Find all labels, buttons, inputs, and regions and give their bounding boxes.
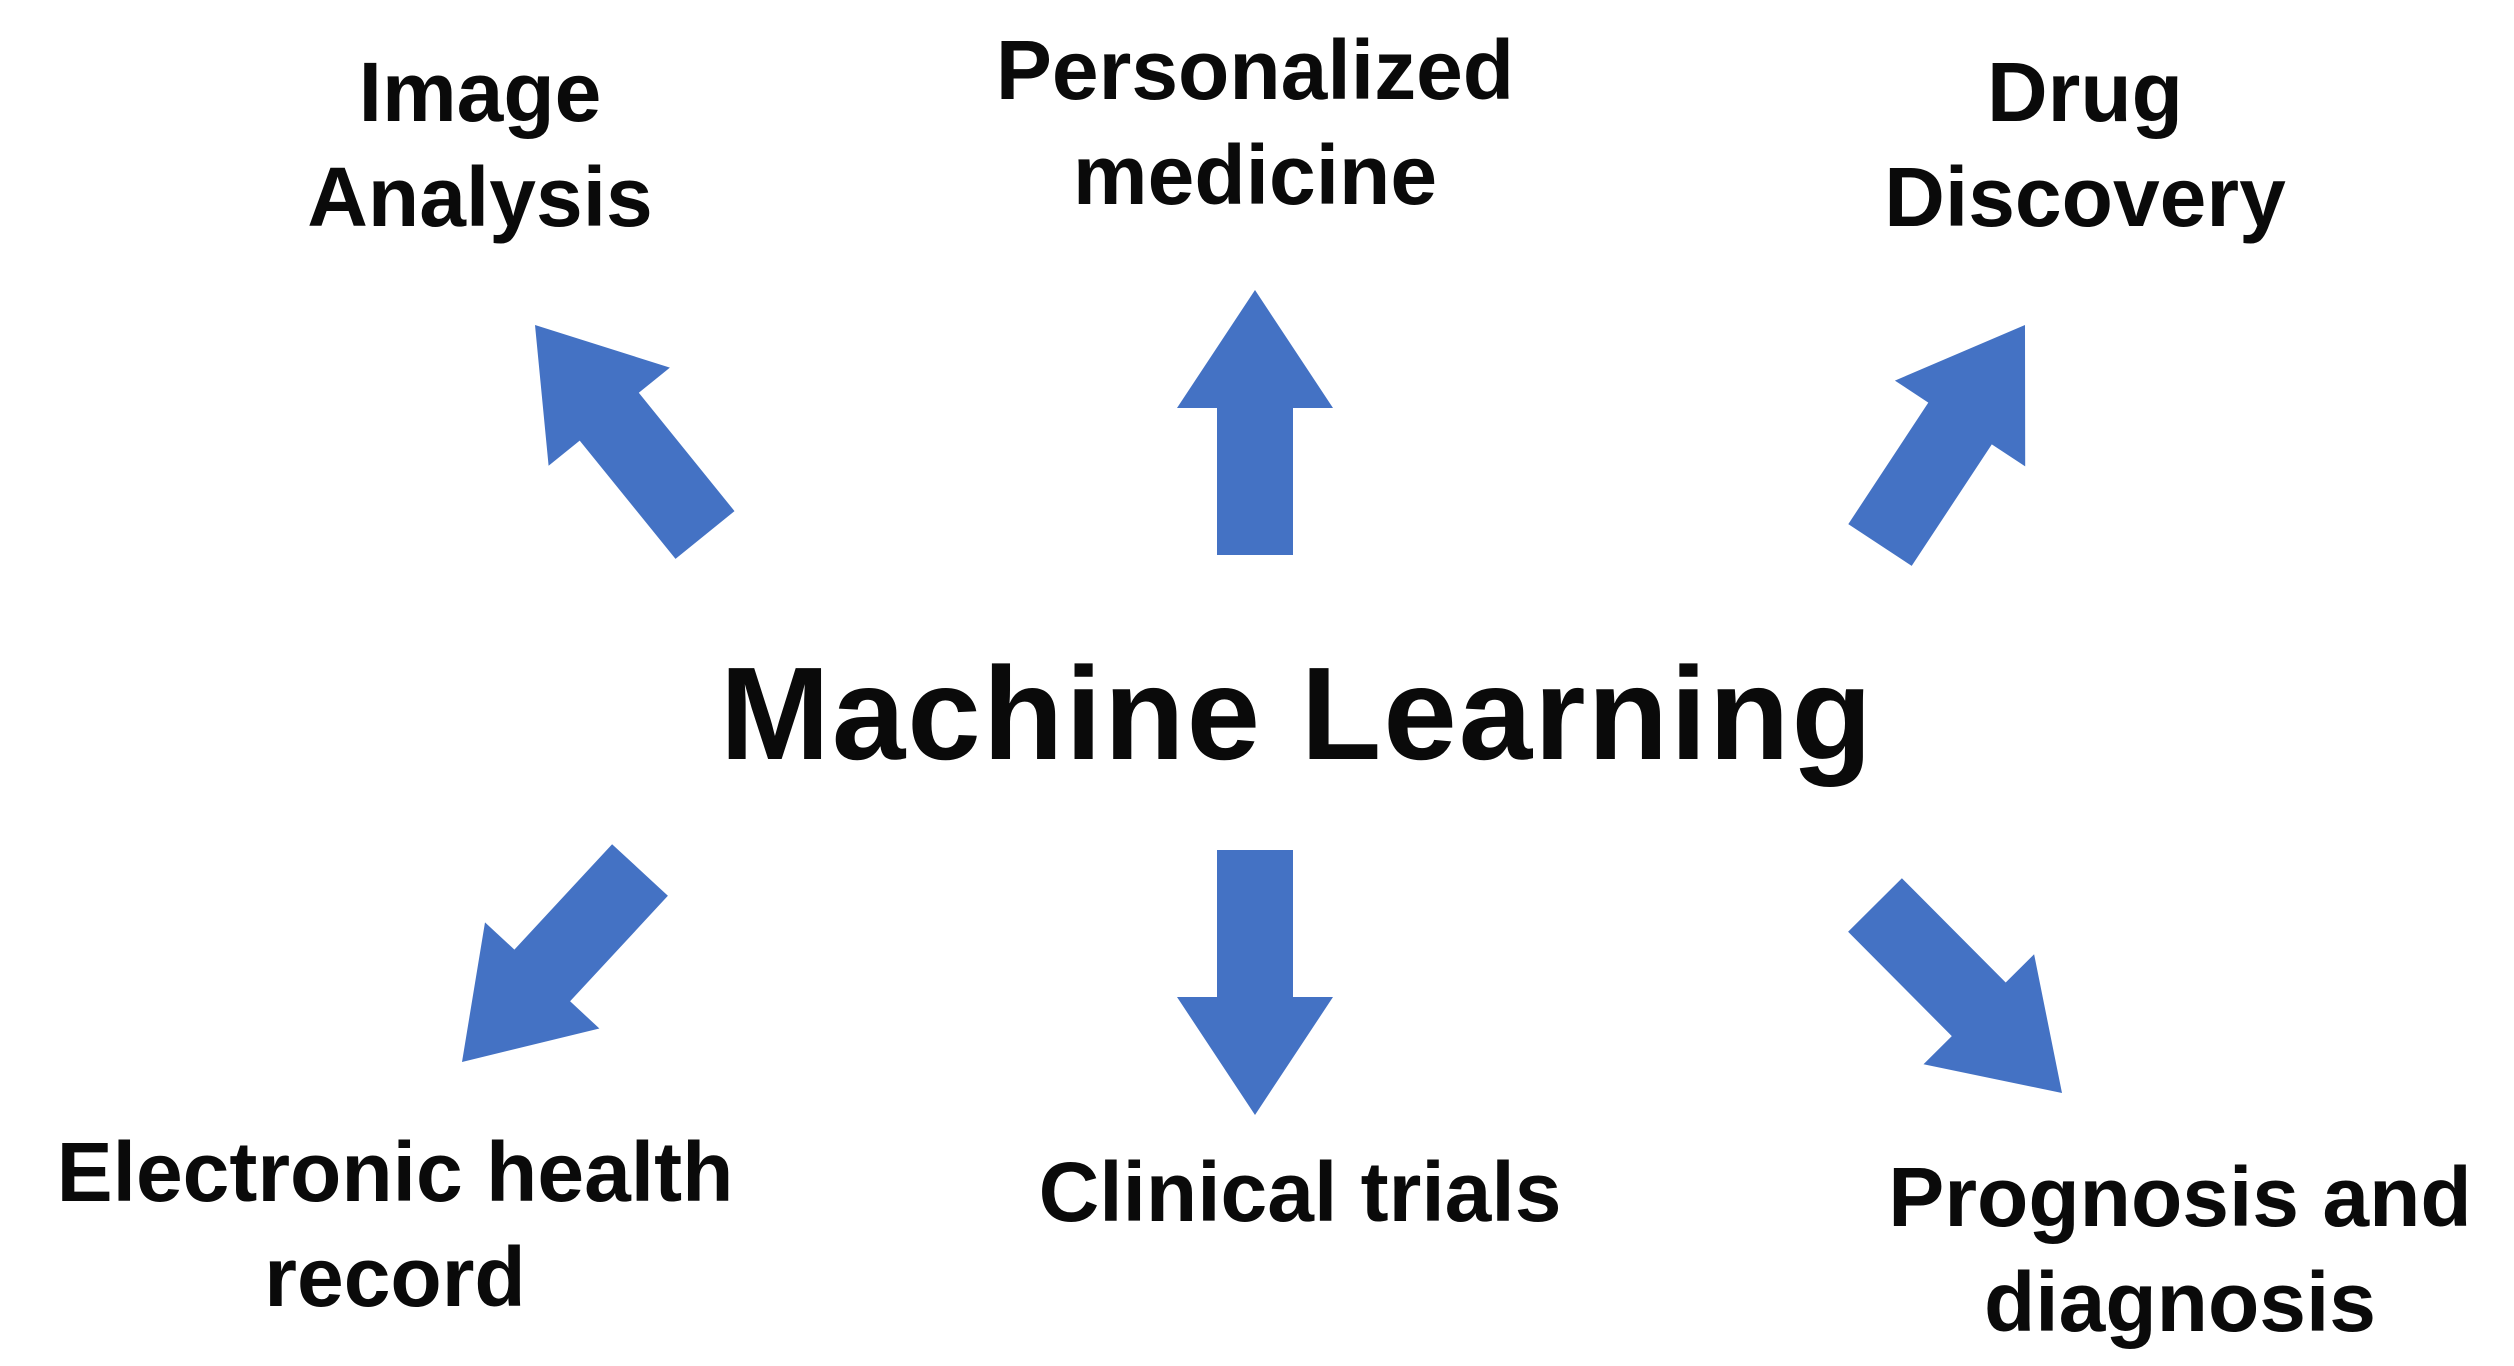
- node-image-analysis-line-2: Analysis: [307, 150, 653, 244]
- node-drug-discovery: Drug Discovery: [1884, 40, 2286, 250]
- node-electronic-health-record-line-2: record: [264, 1230, 526, 1324]
- node-prognosis-diagnosis-line-1: Prognosis and: [1888, 1150, 2472, 1244]
- node-prognosis-diagnosis: Prognosis and diagnosis: [1888, 1145, 2471, 1355]
- node-electronic-health-record-line-1: Electronic health: [56, 1125, 734, 1219]
- node-image-analysis: Image Analysis: [307, 40, 653, 250]
- node-drug-discovery-line-2: Discovery: [1884, 150, 2286, 244]
- center-label: Machine Learning: [719, 640, 1875, 787]
- node-personalized-medicine-line-2: medicine: [1072, 128, 1438, 222]
- node-clinical-trials: Clinical trials: [1039, 1140, 1562, 1245]
- arrow-to-image-analysis: [535, 325, 735, 559]
- arrow-to-clinical-trials: [1177, 850, 1333, 1115]
- node-personalized-medicine-line-1: Personalized: [995, 23, 1515, 117]
- node-image-analysis-line-1: Image: [358, 45, 602, 139]
- arrow-to-prognosis-diagnosis: [1848, 878, 2062, 1093]
- node-drug-discovery-line-1: Drug: [1987, 45, 2183, 139]
- node-clinical-trials-line-1: Clinical trials: [1038, 1145, 1562, 1239]
- node-electronic-health-record: Electronic health record: [57, 1120, 734, 1330]
- arrow-to-drug-discovery: [1848, 325, 2026, 566]
- arrow-to-electronic-health-record: [462, 844, 668, 1062]
- arrow-to-personalized-medicine: [1177, 290, 1333, 555]
- node-personalized-medicine: Personalized medicine: [996, 18, 1514, 228]
- node-prognosis-diagnosis-line-2: diagnosis: [1983, 1255, 2377, 1349]
